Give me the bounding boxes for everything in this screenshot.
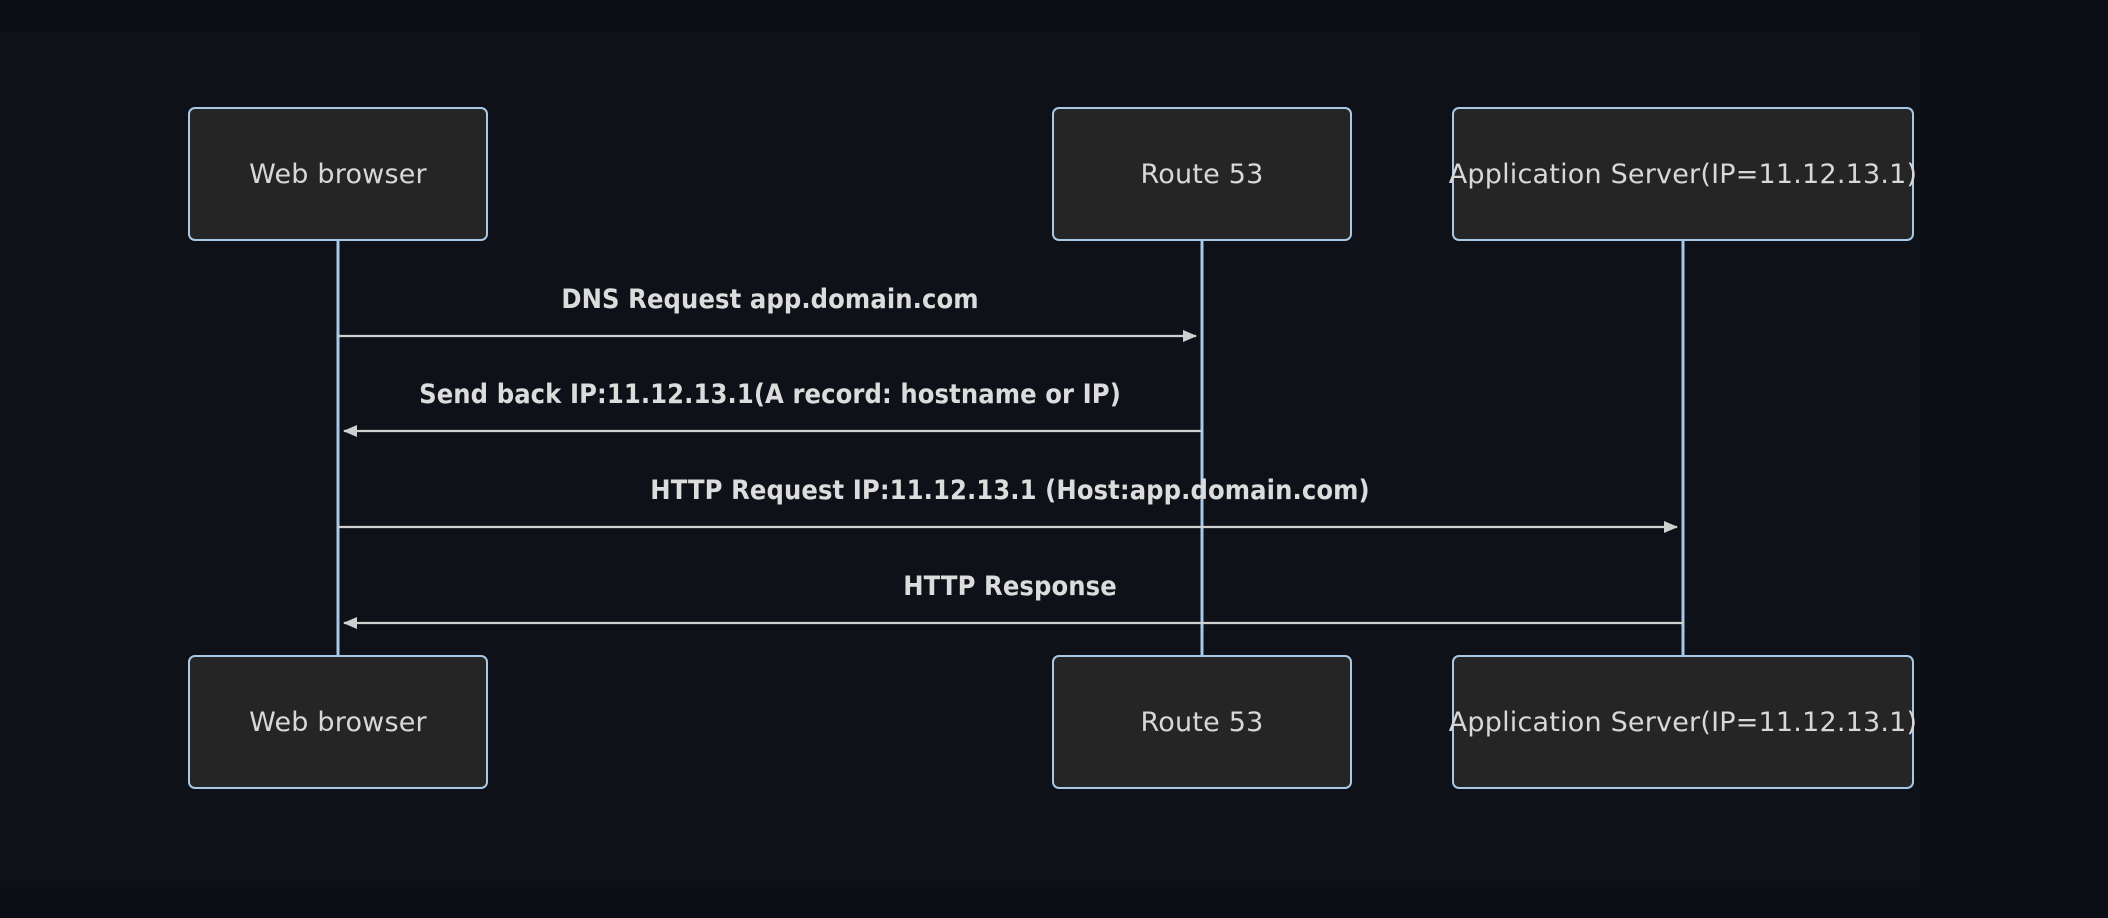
participant-label-browser-bottom: Web browser	[249, 706, 427, 738]
message-arrows	[338, 330, 1683, 629]
message-label-2: Send back IP:11.12.13.1(A record: hostna…	[419, 379, 1121, 410]
participant-label-appserver-bottom: Application Server(IP=11.12.13.1)	[1448, 706, 1918, 738]
participant-label-appserver-top: Application Server(IP=11.12.13.1)	[1448, 158, 1918, 190]
message-label-1: DNS Request app.domain.com	[561, 284, 979, 315]
participant-box-appserver-top[interactable]: Application Server(IP=11.12.13.1)	[1449, 107, 1917, 241]
participant-box-appserver-bottom[interactable]: Application Server(IP=11.12.13.1)	[1449, 655, 1917, 789]
lifelines	[336, 240, 1685, 657]
participant-box-browser-top[interactable]: Web browser	[188, 107, 488, 241]
participant-label-route53-bottom: Route 53	[1140, 706, 1264, 738]
participant-label-route53-top: Route 53	[1140, 158, 1264, 190]
participant-box-route53-top[interactable]: Route 53	[1052, 107, 1352, 241]
participant-box-route53-bottom[interactable]: Route 53	[1052, 655, 1352, 789]
message-label-3: HTTP Request IP:11.12.13.1 (Host:app.dom…	[650, 475, 1370, 506]
participant-box-browser-bottom[interactable]: Web browser	[188, 655, 488, 789]
message-label-4: HTTP Response	[903, 571, 1117, 602]
participant-label-browser-top: Web browser	[249, 158, 427, 190]
